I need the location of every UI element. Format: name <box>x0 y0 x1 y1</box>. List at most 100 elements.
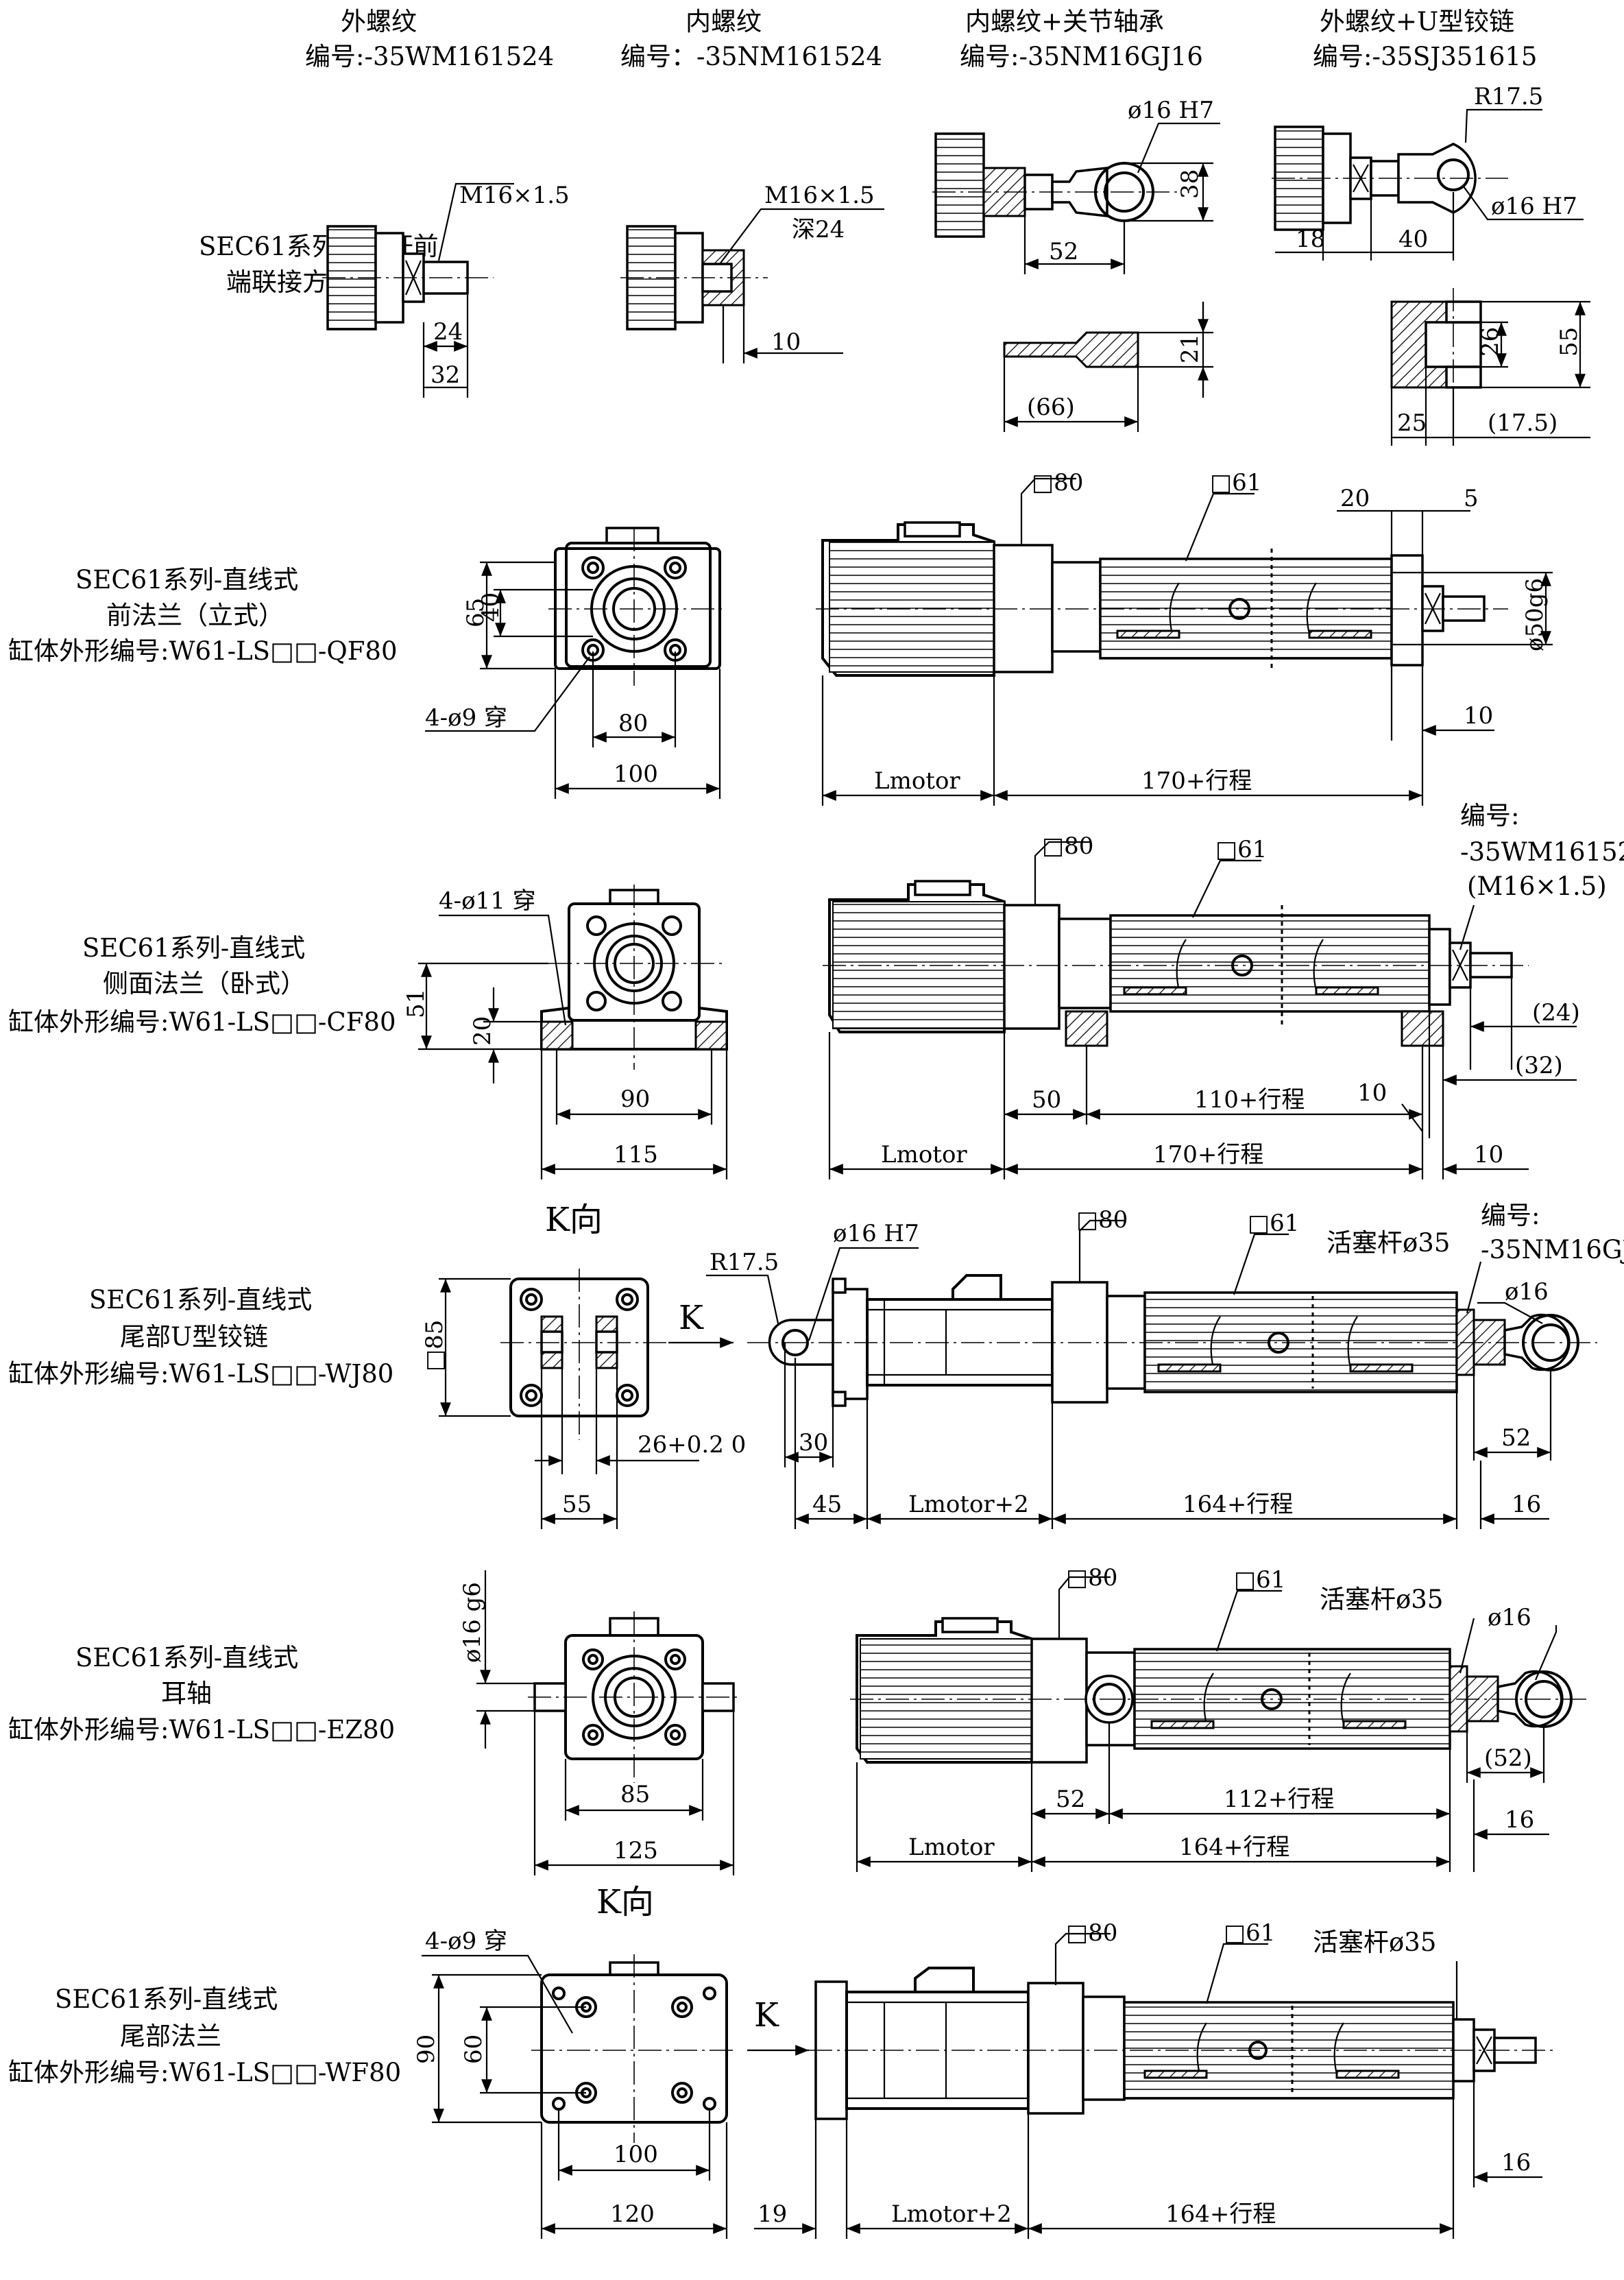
wf80-end-view: 4-ø9 穿 90 60 100 120 <box>413 1928 737 2239</box>
rod-end-section: SEC61系列活塞杆前 端联接方式 外螺纹 编号:-35WM161524 M16… <box>199 7 1590 446</box>
dim-112-stroke: 112+行程 <box>1224 1786 1334 1813</box>
wj80-label-2: 尾部U型铰链 <box>120 1322 268 1352</box>
dim-rod-phi35: 活塞杆ø35 <box>1320 1585 1443 1614</box>
dim-lmotor-2: Lmotor+2 <box>891 2200 1012 2228</box>
rod-end-internal-thread: 内螺纹 编号：-35NM161524 M16×1.5 深24 10 <box>620 7 884 363</box>
rod-end-code: 编号:-35WM161524 <box>305 42 554 71</box>
dim-thread: M16×1.5 <box>764 182 875 209</box>
cf80-label-2: 侧面法兰（卧式） <box>103 969 306 998</box>
dim-120: 120 <box>610 2200 655 2228</box>
qf80-side-view: □80 □61 20 5 ø50g6 10 Lmotor 170+行程 <box>816 469 1553 806</box>
wj80-end-view: □85 26+0.2 0 55 <box>421 1269 746 1529</box>
dim-24: 24 <box>433 318 463 346</box>
cf80-end-view: 4-ø11 穿 51 20 90 115 <box>402 885 728 1179</box>
wf80-view-label: K向 <box>596 1883 654 1921</box>
dim-21: 21 <box>1176 334 1204 363</box>
dim-sq61: □61 <box>1215 836 1267 863</box>
rod-end-code: 编号：-35NM161524 <box>620 42 882 71</box>
ez80-side-view: □80 □61 活塞杆ø35 ø16 (52) 52 112+行程 16 Lmo <box>850 1564 1590 1872</box>
dim-66: (66) <box>1027 394 1075 421</box>
dim-90: 90 <box>413 2035 440 2064</box>
dim-164-stroke: 164+行程 <box>1183 1491 1293 1518</box>
dim-rod-phi35: 活塞杆ø35 <box>1326 1228 1450 1258</box>
dim-10-a: 10 <box>1357 1079 1387 1107</box>
wf80-section: K向 SEC61系列-直线式 尾部法兰 缸体外形编号:W61-LS□□-WF80… <box>8 1883 1556 2239</box>
dim-17-5: (17.5) <box>1488 409 1558 437</box>
dim-24: (24) <box>1532 999 1580 1027</box>
wj80-k-label: K <box>679 1299 704 1337</box>
dim-sq61: □61 <box>1224 1919 1275 1947</box>
wf80-label-3: 缸体外形编号:W61-LS□□-WF80 <box>8 2058 401 2087</box>
cf80-section: SEC61系列-直线式 侧面法兰（卧式） 缸体外形编号:W61-LS□□-CF8… <box>8 801 1624 1179</box>
dim-32: (32) <box>1515 1052 1563 1079</box>
rod-end-title: 外螺纹+U型铰链 <box>1320 7 1514 36</box>
dim-164-stroke: 164+行程 <box>1165 2200 1276 2228</box>
dim-lmotor-2: Lmotor+2 <box>908 1491 1029 1518</box>
dim-25: 25 <box>1397 409 1427 437</box>
rod-end-code: 编号:-35SJ351615 <box>1313 42 1537 71</box>
wj80-label-1: SEC61系列-直线式 <box>89 1285 312 1315</box>
cf80-code: -35WM161524 <box>1460 837 1624 867</box>
dim-sq61: □61 <box>1234 1566 1285 1594</box>
cf80-side-view: □80 □61 编号: -35WM161524 (M16×1.5) (24) (… <box>823 801 1624 1179</box>
wj80-code-label: 编号: <box>1481 1201 1540 1230</box>
dim-52: 52 <box>1056 1786 1085 1813</box>
rod-end-external-thread: 外螺纹 编号:-35WM161524 M16×1.5 24 32 <box>305 7 570 398</box>
cf80-thread: (M16×1.5) <box>1467 872 1607 901</box>
ez80-label-3: 缸体外形编号:W61-LS□□-EZ80 <box>8 1715 395 1744</box>
dim-5: 5 <box>1464 485 1479 512</box>
rod-end-title: 外螺纹 <box>341 7 417 36</box>
dim-sq61: □61 <box>1248 1210 1299 1237</box>
dim-lmotor: Lmotor <box>908 1834 995 1861</box>
dim-holes: 4-ø9 穿 <box>425 1928 507 1955</box>
dim-26-tol: 26+0.2 0 <box>638 1431 746 1459</box>
dim-holes: 4-ø9 穿 <box>425 704 507 732</box>
ez80-label-1: SEC61系列-直线式 <box>75 1643 298 1672</box>
dim-52-paren: (52) <box>1484 1744 1532 1772</box>
dim-sq80: □80 <box>1076 1206 1128 1234</box>
dim-16: 16 <box>1512 1491 1541 1518</box>
dim-16: 16 <box>1505 1806 1534 1834</box>
dim-38: 38 <box>1176 169 1204 199</box>
dim-phi16: ø16 <box>1505 1278 1549 1306</box>
dim-sq80: □80 <box>1032 469 1083 496</box>
dim-170-stroke: 170+行程 <box>1153 1141 1263 1168</box>
ez80-label-2: 耳轴 <box>161 1679 212 1708</box>
wj80-label-3: 缸体外形编号:W61-LS□□-WJ80 <box>8 1359 393 1389</box>
cf80-label-3: 缸体外形编号:W61-LS□□-CF80 <box>8 1007 396 1037</box>
dim-20: 20 <box>1340 485 1370 512</box>
wj80-view-label: K向 <box>545 1201 603 1239</box>
dim-sq80: □80 <box>1042 832 1093 860</box>
dim-sq61: □61 <box>1210 469 1261 496</box>
dim-52: 52 <box>1049 238 1078 265</box>
dim-sq85: □85 <box>421 1320 448 1371</box>
dim-65: 65 <box>462 598 489 627</box>
dim-115: 115 <box>614 1141 658 1168</box>
dim-30: 30 <box>799 1429 828 1456</box>
dim-80: 80 <box>618 710 648 737</box>
dim-55: 55 <box>562 1491 592 1518</box>
dim-sq80: □80 <box>1066 1919 1117 1947</box>
cf80-label-1: SEC61系列-直线式 <box>82 933 305 963</box>
qf80-section: SEC61系列-直线式 前法兰（立式） 缸体外形编号:W61-LS□□-QF80… <box>8 469 1553 806</box>
dim-phi16h7: ø16 H7 <box>833 1220 919 1247</box>
dim-32: 32 <box>431 361 460 389</box>
dim-phi16g6: ø16 g6 <box>459 1582 486 1663</box>
dim-100: 100 <box>614 2141 658 2168</box>
ez80-section: SEC61系列-直线式 耳轴 缸体外形编号:W61-LS□□-EZ80 ø16 … <box>8 1564 1590 1875</box>
wf80-label-1: SEC61系列-直线式 <box>55 1984 278 2014</box>
dim-19: 19 <box>758 2200 787 2228</box>
dim-55: 55 <box>1555 327 1583 357</box>
dim-sq80: □80 <box>1066 1564 1117 1592</box>
dim-110-stroke: 110+行程 <box>1194 1086 1305 1114</box>
dim-85: 85 <box>620 1781 650 1808</box>
dim-18: 18 <box>1296 226 1325 253</box>
dim-lmotor: Lmotor <box>874 767 960 795</box>
dim-60: 60 <box>460 2035 487 2064</box>
ez80-end-view: ø16 g6 85 125 <box>459 1570 740 1875</box>
dim-50: 50 <box>1032 1086 1061 1114</box>
dim-16: 16 <box>1501 2149 1531 2176</box>
dim-r17-5: R17.5 <box>710 1249 779 1276</box>
wj80-code: -35NM16GJ1 <box>1481 1235 1624 1264</box>
